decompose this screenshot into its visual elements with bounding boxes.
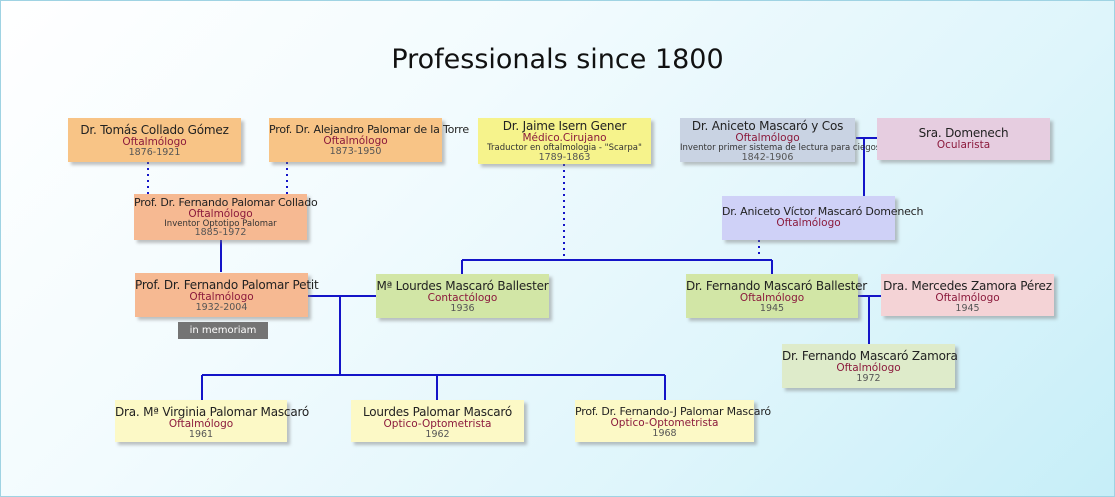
person-years: 1932-2004 (195, 301, 248, 313)
person-years: 1972 (856, 372, 881, 384)
person-name: Prof. Dr. Alejandro Palomar de la Torre (269, 123, 469, 136)
person-role: Oftalmólogo (323, 134, 388, 147)
person-card-domenech: Sra. Domenech Ocularista (877, 118, 1050, 160)
person-role: Oftalmólogo (168, 417, 234, 430)
person-card-virginia: Dra. Mª Virginia Palomar Mascaró Oftalmó… (115, 400, 310, 442)
person-note: Inventor primer sistema de lectura para … (680, 142, 881, 153)
person-years: 1873-1950 (329, 145, 382, 157)
person-role: Oftalmólogo (735, 131, 800, 144)
person-card-fernando-j: Prof. Dr. Fernando-J Palomar Mascaró Opt… (575, 400, 771, 442)
person-role: Oftalmólogo (189, 290, 254, 303)
person-name: Dra. Mª Virginia Palomar Mascaró (115, 405, 310, 419)
person-role: Oftalmólogo (739, 291, 805, 304)
person-name: Lourdes Palomar Mascaró (362, 405, 513, 419)
person-name: Prof. Dr. Fernando Palomar Collado (134, 196, 318, 209)
person-name: Prof. Dr. Fernando Palomar Petit (135, 278, 319, 292)
person-role: Oftalmólogo (935, 291, 1000, 304)
person-name: Prof. Dr. Fernando-J Palomar Mascaró (575, 405, 771, 418)
person-card-fernando-mb: Dr. Fernando Mascaró Ballester Oftalmólo… (686, 274, 868, 318)
person-role: Oftalmólogo (188, 207, 253, 220)
person-role: Oftalmólogo (122, 135, 187, 148)
person-card-fernando-pc: Prof. Dr. Fernando Palomar Collado Oftal… (134, 194, 318, 240)
person-years: 1945 (955, 302, 980, 314)
in-memoriam-badge: in memoriam (178, 322, 268, 339)
person-card-aniceto-victor: Dr. Aniceto Víctor Mascaró Domenech Ofta… (722, 196, 924, 240)
person-note: Inventor Optotipo Palomar (164, 218, 277, 229)
person-years: 1961 (188, 428, 214, 440)
person-years: 1936 (450, 302, 475, 314)
person-card-mercedes: Dra. Mercedes Zamora Pérez Oftalmólogo 1… (881, 274, 1054, 316)
person-years: 1789-1863 (538, 151, 591, 163)
person-card-fernando-pp: Prof. Dr. Fernando Palomar Petit Oftalmó… (135, 273, 319, 317)
person-role: Contactólogo (427, 291, 498, 304)
person-role: Oftalmólogo (836, 361, 901, 374)
person-card-lourdes-mb: Mª Lourdes Mascaró Ballester Contactólog… (376, 274, 549, 318)
person-role: Médico.Cirujano (522, 131, 607, 144)
person-role: Oftalmólogo (776, 216, 841, 229)
person-note: Traductor en oftalmologia - "Scarpa" (487, 142, 642, 153)
person-name: Dr. Aniceto Mascaró y Cos (691, 119, 844, 133)
person-years: 1968 (652, 427, 677, 439)
person-years: 1876-1921 (128, 146, 181, 158)
person-card-lourdes-pm: Lourdes Palomar Mascaró Optico-Optometri… (351, 400, 524, 442)
person-name: Dr. Tomás Collado Gómez (80, 123, 229, 137)
person-card-fernando-mz: Dr. Fernando Mascaró Zamora Oftalmólogo … (782, 344, 958, 388)
person-years: 1885-1972 (194, 227, 247, 239)
page-title: Professionals since 1800 (391, 44, 724, 75)
person-role: Ocularista (936, 138, 991, 151)
person-name: Dr. Aniceto Víctor Mascaró Domenech (722, 205, 924, 218)
person-name: Dr. Jaime Isern Gener (502, 119, 627, 133)
person-card-tomas: Dr. Tomás Collado Gómez Oftalmólogo 1876… (68, 118, 241, 162)
person-card-aniceto: Dr. Aniceto Mascaró y Cos Oftalmólogo In… (680, 118, 881, 163)
person-role: Optico-Optometrista (610, 416, 719, 429)
person-name: Sra. Domenech (918, 126, 1009, 140)
person-years: 1962 (425, 428, 450, 440)
person-card-alejandro: Prof. Dr. Alejandro Palomar de la Torre … (269, 118, 469, 162)
person-card-jaime: Dr. Jaime Isern Gener Médico.Cirujano Tr… (478, 118, 651, 164)
person-name: Dr. Fernando Mascaró Ballester (686, 279, 868, 293)
person-years: 1945 (759, 302, 785, 314)
person-years: 1842-1906 (741, 151, 794, 163)
person-name: Dra. Mercedes Zamora Pérez (883, 279, 1052, 293)
person-name: Dr. Fernando Mascaró Zamora (782, 349, 958, 363)
person-name: Mª Lourdes Mascaró Ballester (376, 279, 549, 293)
person-role: Optico-Optometrista (383, 417, 492, 430)
